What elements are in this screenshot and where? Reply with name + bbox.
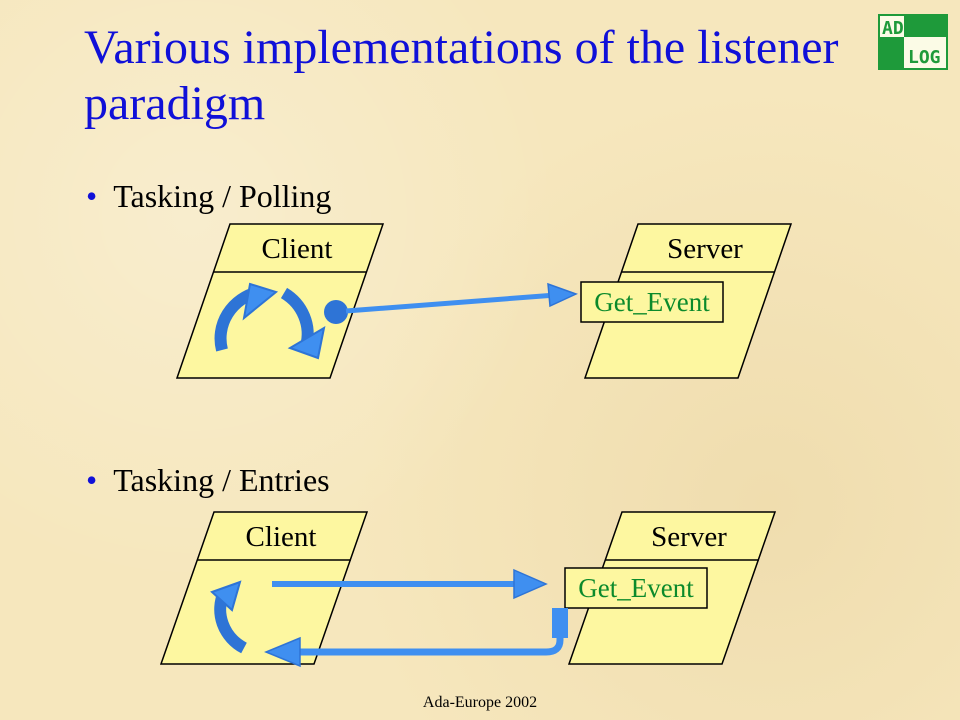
- entry-return-arrow: [264, 608, 568, 668]
- polling-diagram: Client Server Get_Event: [175, 223, 793, 379]
- slide-title: Various implementations of the listener …: [84, 21, 839, 130]
- client-label: Client: [246, 521, 317, 553]
- ada-log-logo: ADA LOG: [878, 14, 948, 70]
- server-label: Server: [667, 233, 743, 265]
- get-event-label: Get_Event: [594, 287, 710, 317]
- client-loop-icon: [210, 580, 248, 654]
- bullet-dot-icon: •: [86, 462, 98, 498]
- logo-line2: LOG: [908, 47, 941, 68]
- client-box: Client: [175, 223, 385, 379]
- bullet-item: • Tasking / Entries: [86, 462, 330, 499]
- bullet-dot-icon: •: [86, 178, 98, 214]
- logo-line1: ADA: [882, 18, 915, 39]
- get-event-entry: Get_Event: [580, 281, 724, 323]
- slide-footer: Ada-Europe 2002: [422, 694, 538, 711]
- client-label: Client: [262, 233, 333, 265]
- bullet-text: Tasking / Entries: [113, 462, 330, 498]
- entry-call-arrow: [272, 568, 548, 600]
- get-event-label: Get_Event: [578, 573, 694, 603]
- polling-loop-icon: [214, 282, 348, 360]
- server-label: Server: [651, 521, 727, 553]
- entries-diagram: Client Server Get_Event: [159, 511, 777, 668]
- poll-call-arrow: [345, 282, 578, 314]
- get-event-entry: Get_Event: [564, 567, 708, 609]
- bullet-item: • Tasking / Polling: [86, 178, 331, 215]
- bullet-text: Tasking / Polling: [113, 178, 332, 214]
- client-box: Client: [159, 511, 369, 665]
